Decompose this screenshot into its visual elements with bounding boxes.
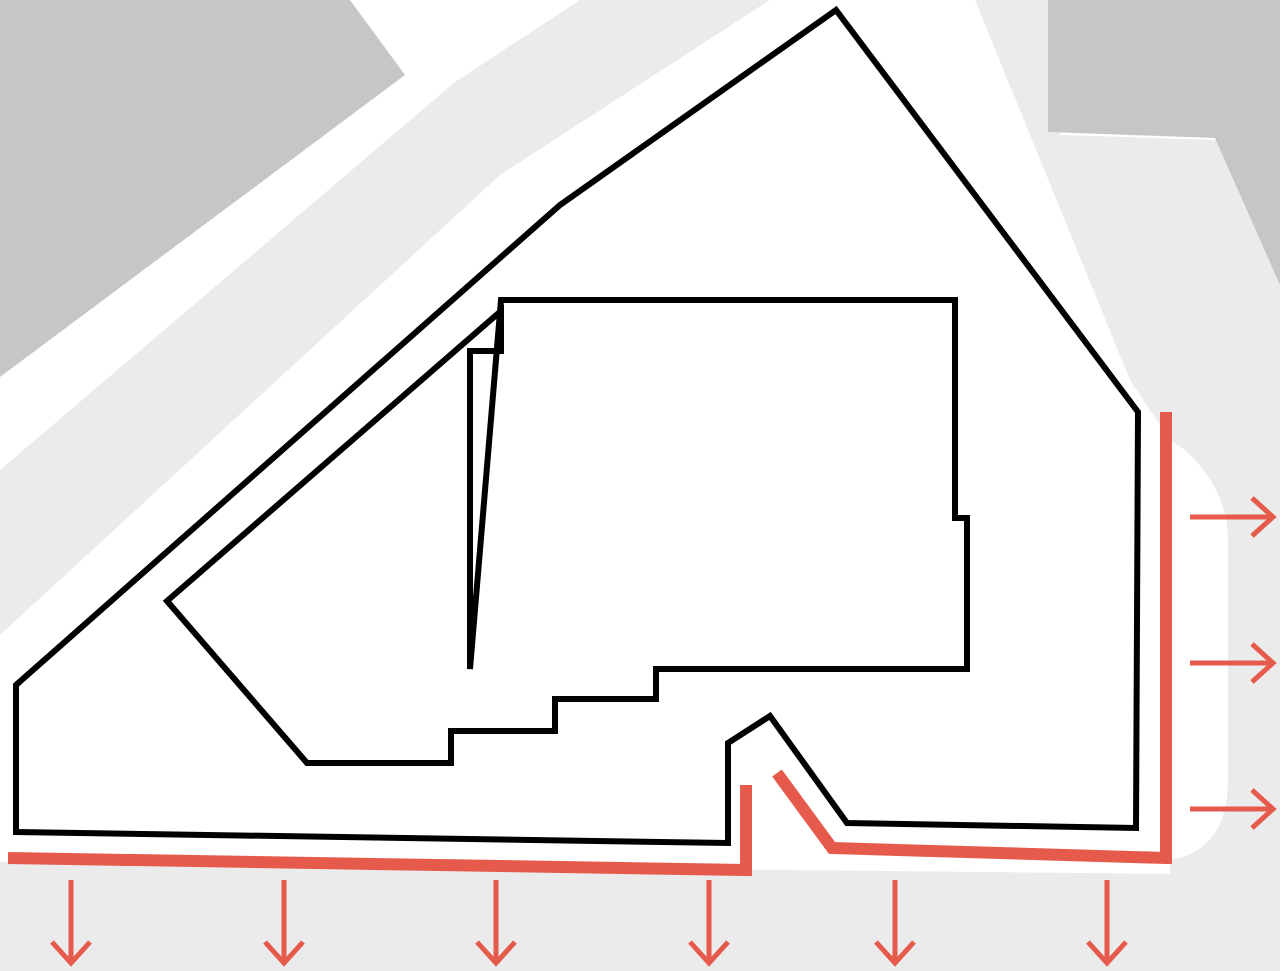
arrow-down-icon — [50, 880, 92, 967]
arrows-south — [50, 880, 1128, 967]
arrow-down-icon — [688, 880, 730, 967]
south-street — [0, 862, 1280, 971]
site-boundary — [13, 5, 1142, 847]
frontage-lines — [7, 412, 1172, 877]
frontage-line-east — [772, 412, 1172, 865]
arrows-east — [1190, 496, 1277, 830]
neighbor-buildings — [0, 0, 1280, 377]
arrow-down-icon — [263, 880, 305, 967]
neighbor-building-north-west — [0, 0, 405, 377]
arrow-down-icon — [475, 880, 517, 967]
arrow-down-icon — [874, 880, 916, 967]
arrow-right-icon — [1190, 496, 1277, 538]
frontage-line-south-west — [7, 785, 752, 877]
east-street — [975, 0, 1280, 971]
arrow-right-icon — [1190, 788, 1277, 830]
arrow-down-icon — [1086, 880, 1128, 967]
building-footprint — [162, 297, 970, 766]
neighbor-building-north-east — [1048, 0, 1280, 285]
arrow-right-icon — [1190, 642, 1277, 684]
site-boundary-fill — [16, 10, 1138, 843]
